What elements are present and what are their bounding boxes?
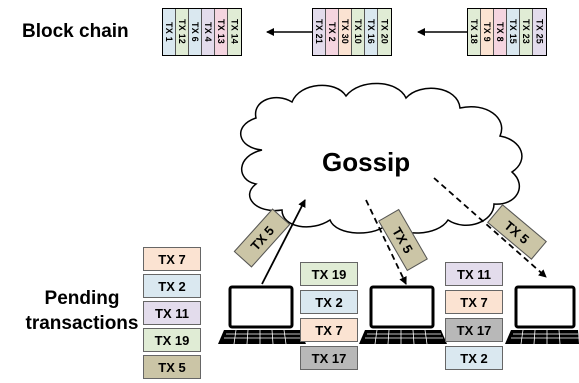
block-tx: TX 20: [378, 9, 391, 55]
block-tx: TX 30: [339, 9, 352, 55]
gossip-arrow-2: [365, 199, 407, 285]
block-chain-heading: Block chain: [22, 21, 129, 42]
block-tx: TX 6: [189, 9, 202, 55]
block-tx: TX 10: [352, 9, 365, 55]
block-tx: TX 2: [326, 9, 339, 55]
gossip-arrow-1: [261, 199, 306, 285]
gossip-cloud: [239, 82, 523, 234]
block-tx: TX 9: [481, 9, 494, 55]
block-tx: TX 8: [494, 9, 507, 55]
pending-tx: TX 7: [143, 247, 201, 271]
block-tx-label: TX 4: [203, 22, 213, 42]
block-tx-label: TX 25: [534, 19, 545, 45]
block-tx: TX 23: [520, 9, 533, 55]
block-tx: TX 15: [507, 9, 520, 55]
block-tx-label: TX 23: [521, 19, 531, 45]
pending-tx: TX 2: [143, 274, 201, 298]
block-tx-label: TX 30: [340, 19, 350, 45]
pending-tx: TX 2: [445, 346, 503, 370]
pending-tx: TX 11: [445, 262, 503, 286]
laptop-1: [218, 285, 306, 345]
block-tx-label: TX 8: [495, 22, 505, 42]
block-tx-label: TX 2: [327, 22, 337, 42]
gossip-label: Gossip: [322, 147, 411, 177]
gossip-arrow-3: [433, 177, 547, 278]
block-tx: TX 14: [228, 9, 241, 55]
pending-tx: TX 5: [143, 355, 201, 379]
block-tx-label: TX 15: [508, 19, 518, 45]
block-tx-label: TX 16: [366, 19, 376, 45]
block-tx-label: TX 1: [164, 22, 174, 42]
block-tx: TX 18: [468, 9, 481, 55]
block-tx-label: TX 6: [190, 22, 200, 42]
block-tx-label: TX 20: [379, 19, 390, 45]
pending-tx: TX 7: [300, 318, 358, 342]
pending-tx: TX 19: [143, 328, 201, 352]
pending-heading-line2: transactions: [25, 313, 139, 334]
block-tx: TX 4: [202, 9, 215, 55]
pending-tx: TX 19: [300, 262, 358, 286]
block-tx: TX 16: [365, 9, 378, 55]
block-tx: TX 12: [176, 9, 189, 55]
laptop-2: [359, 285, 447, 345]
block-tx-label: TX 14: [229, 19, 240, 45]
block-tx-label: TX 10: [353, 19, 363, 45]
block-tx: TX 25: [533, 9, 546, 55]
pending-heading-line1: Pending: [44, 288, 120, 309]
pending-tx: TX 17: [300, 346, 358, 370]
block-tx: TX 13: [215, 9, 228, 55]
block-tx-label: TX 9: [482, 22, 492, 42]
block-tx-label: TX 12: [177, 19, 187, 45]
pending-tx: TX 17: [445, 318, 503, 342]
laptop-3: [505, 285, 579, 345]
block-tx-label: TX 13: [216, 19, 226, 45]
pending-tx: TX 2: [300, 290, 358, 314]
pending-tx: TX 7: [445, 290, 503, 314]
block-tx: TX 21: [313, 9, 326, 55]
block-tx-label: TX 21: [314, 19, 324, 45]
block-tx: TX 1: [163, 9, 176, 55]
block-tx-label: TX 18: [469, 19, 479, 45]
pending-tx: TX 11: [143, 301, 201, 325]
